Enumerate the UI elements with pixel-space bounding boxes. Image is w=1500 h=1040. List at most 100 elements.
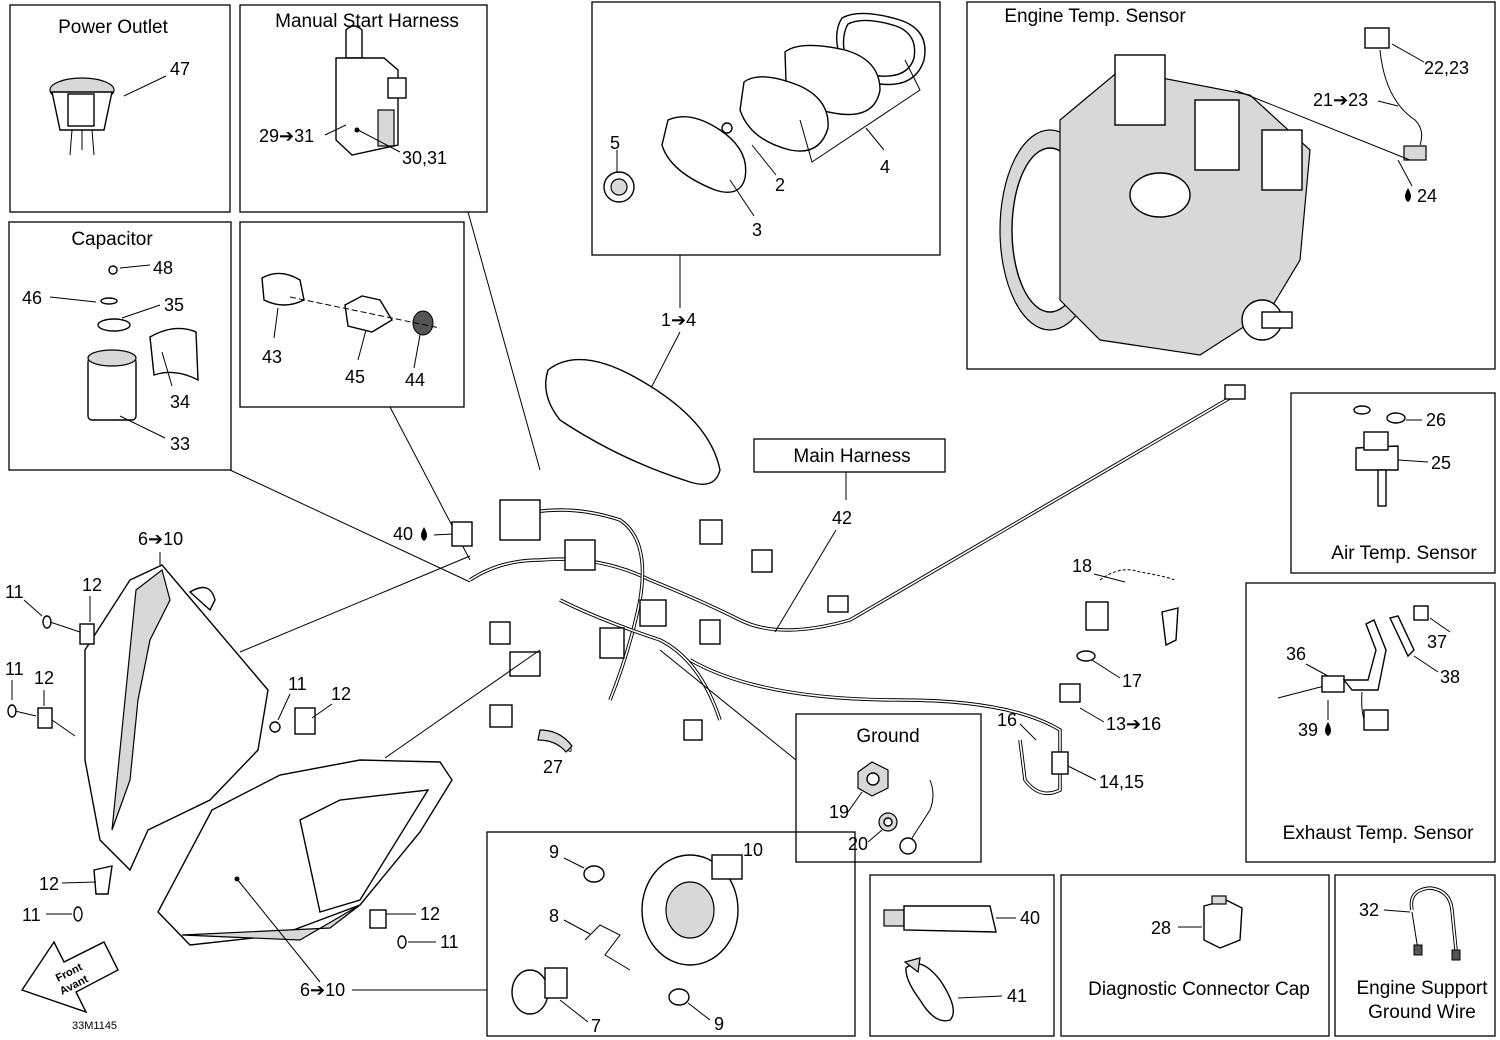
tether-cord-part <box>1051 569 1179 775</box>
callout-35: 35 <box>164 295 184 315</box>
front-arrow-icon: Front Avant <box>20 940 119 1014</box>
panel-manual-start-harness <box>239 4 488 213</box>
panel-socket <box>239 221 465 408</box>
callout-32: 32 <box>1359 900 1379 920</box>
power-outlet-title: Power Outlet <box>58 17 169 38</box>
callout-20: 20 <box>848 834 868 854</box>
callout-1-4: 1➔4 <box>661 310 696 330</box>
engine-temp-sensor-part <box>1364 27 1427 161</box>
callout-12b: 12 <box>34 668 54 688</box>
callout-12a: 12 <box>82 575 102 595</box>
callout-40b: 40 <box>1020 908 1040 928</box>
callout-47: 47 <box>170 59 190 79</box>
cable-tie-part <box>903 957 954 1022</box>
panel-engine-temp-sensor <box>966 1 1496 370</box>
callout-33: 33 <box>170 434 190 454</box>
capacitor-title: Capacitor <box>71 229 153 250</box>
callout-39: 39 <box>1298 720 1318 740</box>
drop-icon <box>1405 188 1411 202</box>
main-harness-title: Main Harness <box>793 446 910 467</box>
panel-headlight-parts <box>486 831 856 1037</box>
panel-ground <box>795 713 982 863</box>
callout-11a: 11 <box>5 582 24 602</box>
callout-12d: 12 <box>39 874 59 894</box>
callout-5: 5 <box>610 133 620 153</box>
callout-29-31: 29➔31 <box>259 126 314 146</box>
callout-11c: 11 <box>288 674 307 694</box>
callout-4: 4 <box>880 157 890 177</box>
power-outlet-part <box>49 77 115 156</box>
ground-title: Ground <box>856 726 919 747</box>
callout-45: 45 <box>345 367 365 387</box>
panel-exhaust-temp-sensor <box>1245 582 1496 863</box>
panel-capacitor <box>8 221 232 471</box>
callout-37: 37 <box>1427 632 1447 652</box>
callout-10: 10 <box>743 840 763 860</box>
main-harness-part <box>451 358 1246 796</box>
callout-9a: 9 <box>549 842 559 862</box>
callout-11b: 11 <box>5 659 24 679</box>
callout-2: 2 <box>775 175 785 195</box>
callout-30-31: 30,31 <box>402 148 447 168</box>
panel-grease-tie <box>869 874 1055 1037</box>
callout-11e: 11 <box>440 932 459 952</box>
callout-19: 19 <box>829 802 849 822</box>
screw-part <box>7 615 316 922</box>
callout-18: 18 <box>1072 556 1092 576</box>
callout-21-23: 21➔23 <box>1313 90 1368 110</box>
callout-3: 3 <box>752 220 762 240</box>
callout-44: 44 <box>405 370 425 390</box>
drop-icon <box>421 527 427 541</box>
callout-6-10a: 6➔10 <box>138 529 183 549</box>
gauge-cluster-parts <box>603 12 926 203</box>
air-temp-sensor-part <box>1353 405 1406 507</box>
callout-25: 25 <box>1431 453 1451 473</box>
capacitor-part <box>87 265 199 421</box>
figure-code: 33M1145 <box>72 1020 117 1032</box>
callout-41: 41 <box>1007 986 1027 1006</box>
panel-diagnostic-connector-cap <box>1060 874 1330 1037</box>
callout-16: 16 <box>997 710 1017 730</box>
callout-40a: 40 <box>393 524 413 544</box>
callout-14-15: 14,15 <box>1099 772 1144 792</box>
grease-tube-part <box>883 905 997 933</box>
exhaust-temp-sensor-part <box>1277 605 1429 731</box>
engine-part <box>999 54 1311 356</box>
callout-43: 43 <box>262 347 282 367</box>
headlight-left-part <box>84 564 269 872</box>
engine-support-title-line1: Engine Support <box>1357 978 1489 999</box>
drop-icon <box>1325 722 1331 736</box>
callout-36: 36 <box>1286 644 1306 664</box>
ground-parts <box>857 761 934 855</box>
callout-27: 27 <box>543 757 563 777</box>
callout-12c: 12 <box>331 684 351 704</box>
engine-temp-sensor-title: Engine Temp. Sensor <box>1004 6 1186 27</box>
panel-power-outlet <box>9 4 231 213</box>
diagnostic-connector-cap-part <box>1203 895 1243 949</box>
callout-48: 48 <box>153 258 173 278</box>
manual-start-harness-title: Manual Start Harness <box>275 11 459 32</box>
exhaust-temp-sensor-title: Exhaust Temp. Sensor <box>1283 823 1474 844</box>
callout-24: 24 <box>1417 186 1437 206</box>
ground-wire-part <box>1409 886 1461 961</box>
air-temp-sensor-title: Air Temp. Sensor <box>1331 543 1477 564</box>
panel-gauge-cluster <box>591 1 941 256</box>
callout-42: 42 <box>832 508 852 528</box>
headlight-right-part <box>157 759 453 949</box>
callout-28: 28 <box>1151 918 1171 938</box>
engine-support-title-line2: Ground Wire <box>1368 1002 1476 1023</box>
panel-main-harness-label <box>753 438 946 473</box>
socket-parts <box>261 272 434 336</box>
panel-air-temp-sensor <box>1290 392 1496 574</box>
diagnostic-connector-cap-title: Diagnostic Connector Cap <box>1088 979 1310 1000</box>
callout-9b: 9 <box>714 1014 724 1034</box>
callout-17: 17 <box>1122 671 1142 691</box>
callout-13-16: 13➔16 <box>1106 714 1161 734</box>
callout-8: 8 <box>549 906 559 926</box>
callout-38: 38 <box>1440 667 1460 687</box>
callout-7: 7 <box>591 1016 601 1036</box>
manual-start-relay-part <box>335 25 407 156</box>
callout-26: 26 <box>1426 410 1446 430</box>
